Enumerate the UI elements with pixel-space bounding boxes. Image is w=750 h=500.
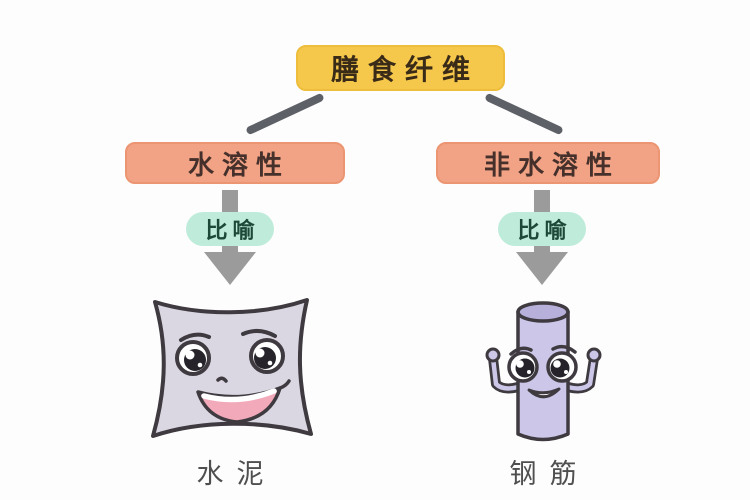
- steel-rebar-character-icon: [485, 301, 602, 442]
- metaphor-badge-right-label: 比喻: [517, 218, 572, 243]
- metaphor-badge-left: 比喻: [186, 212, 274, 246]
- down-arrow-left-icon: [204, 252, 256, 285]
- metaphor-badge-left-label: 比喻: [205, 218, 260, 243]
- cement-bag-character-icon: [151, 298, 313, 438]
- rebar-left-eyebrow: [509, 346, 533, 356]
- connector-line-right: [484, 92, 564, 136]
- node-water-soluble: 水溶性: [125, 142, 345, 184]
- caption-cement: 水泥: [196, 459, 277, 489]
- rebar-arms: [485, 347, 602, 394]
- rebar-face: [507, 344, 578, 399]
- node-water-soluble-label: 水溶性: [187, 149, 290, 180]
- rebar-mouth: [527, 387, 561, 399]
- node-non-water-soluble: 非水溶性: [436, 142, 660, 184]
- rebar-right-eye: [546, 351, 578, 383]
- bag-right-eye: [249, 338, 285, 374]
- node-non-water-soluble-label: 非水溶性: [483, 149, 620, 180]
- caption-rebar: 钢筋: [509, 459, 590, 489]
- bag-left-eye: [175, 340, 211, 376]
- rebar-left-eye: [507, 351, 539, 383]
- metaphor-badge-right: 比喻: [498, 212, 586, 246]
- bag-right-eyebrow: [241, 329, 277, 338]
- bag-face: [175, 329, 291, 424]
- node-dietary-fiber: 膳食纤维: [296, 45, 505, 91]
- bag-nose: [216, 376, 228, 383]
- down-arrow-right-icon: [516, 252, 568, 285]
- bag-mouth: [196, 379, 291, 424]
- rebar-right-eyebrow: [551, 344, 577, 354]
- bag-left-eyebrow: [179, 332, 211, 342]
- rebar-body: [516, 301, 570, 442]
- connector-line-left: [245, 92, 325, 136]
- node-dietary-fiber-label: 膳食纤维: [330, 54, 479, 85]
